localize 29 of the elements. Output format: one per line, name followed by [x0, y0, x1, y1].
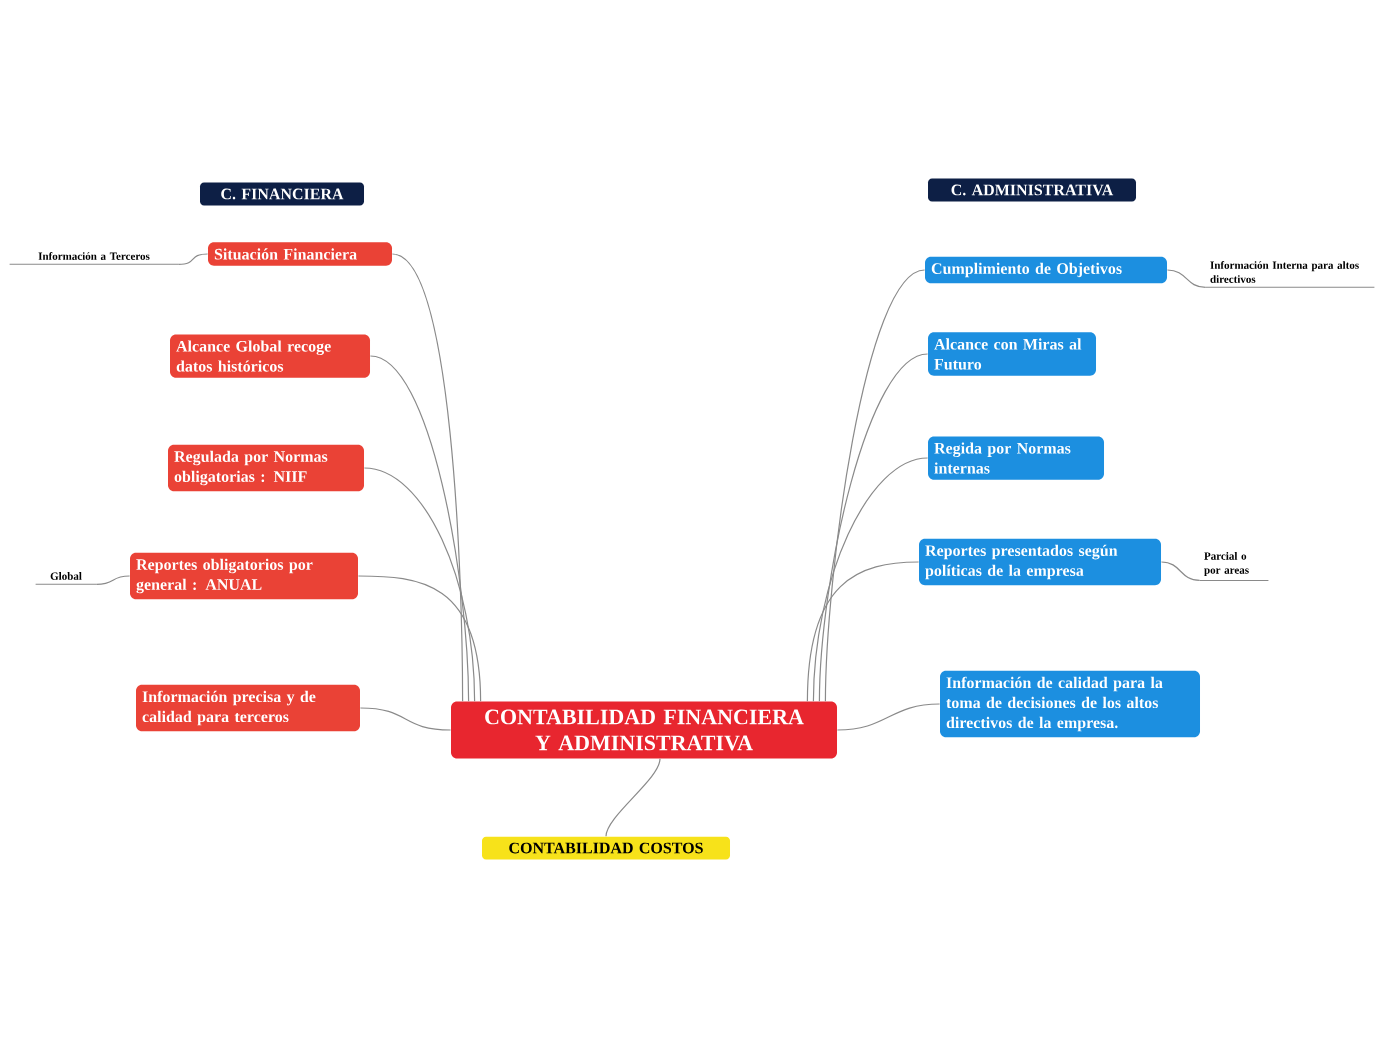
connector-line: [357, 575, 482, 702]
topic-box: Alcance Global recoge datos históricos: [170, 334, 370, 378]
connector-line: [1166, 269, 1207, 288]
connector-line: [1160, 561, 1201, 581]
connector-line: [818, 353, 929, 702]
topic-box: Regida por Normas internas: [928, 436, 1104, 480]
topic-box: Situación Financiera: [208, 242, 392, 266]
topic-box: Alcance con Miras al Futuro: [928, 332, 1096, 376]
connector-line: [177, 253, 209, 265]
heading-box: C. ADMINISTRATIVA: [928, 178, 1136, 202]
connector-line: [391, 253, 464, 702]
connector-line: [359, 707, 452, 731]
topic-box: Reportes presentados según políticas de la empresa: [919, 538, 1161, 586]
connector-line: [806, 561, 920, 702]
central-topic-box: CONTABILIDAD FINANCIERA Y ADMINISTRATIVA: [451, 701, 837, 759]
connector-line: [836, 703, 941, 731]
topic-box: Información precisa y de calidad para terceros: [136, 684, 360, 732]
connector-line: [95, 575, 131, 585]
topic-box: Cumplimiento de Objetivos: [925, 256, 1167, 284]
topic-box: Reportes obligatorios por general : ANUAL: [130, 552, 358, 600]
connector-line: [369, 355, 470, 702]
connector-line: [812, 457, 929, 702]
topic-box: Regulada por Normas obligatorias : NIIF: [168, 444, 364, 492]
connector-line: [605, 758, 661, 837]
topic-box: CONTABILIDAD COSTOS: [482, 836, 730, 860]
connector-line: [363, 467, 476, 702]
topic-box: Información de calidad para la toma de decisiones de los altos directivos de la empresa.: [940, 670, 1200, 738]
heading-box: C. FINANCIERA: [200, 182, 364, 206]
connector-line: [824, 269, 926, 702]
